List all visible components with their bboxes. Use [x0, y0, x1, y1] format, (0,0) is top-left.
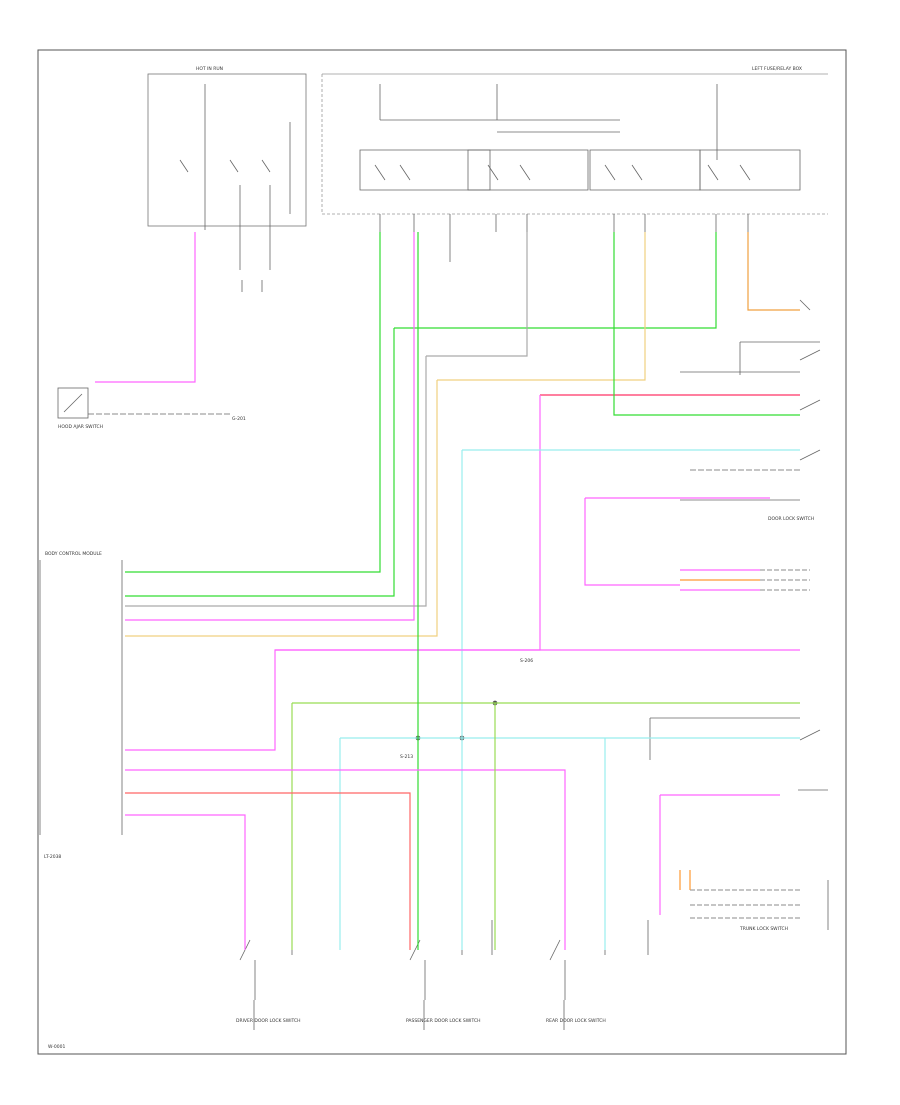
wire-pink-hood — [95, 232, 196, 383]
fuse-label-left: HOT IN RUN — [196, 66, 223, 72]
wire-green-4 — [613, 232, 800, 416]
left-fuse-box — [147, 73, 307, 227]
passenger-door-label: PASSENGER DOOR LOCK SWITCH — [406, 1018, 480, 1024]
rear-door-label: REAR DOOR LOCK SWITCH — [546, 1018, 606, 1024]
relay-internals — [39, 84, 829, 1030]
hood-switch-label: HOOD AJAR SWITCH — [58, 424, 103, 430]
wire-gray — [125, 356, 427, 607]
junction-b-label: S-213 — [400, 754, 413, 760]
diagram-border — [37, 49, 847, 1055]
wire-pink-bcm — [125, 232, 415, 621]
wire-pink-6 — [125, 814, 246, 950]
junction-a-label: S-206 — [520, 658, 533, 664]
wire-green-1 — [125, 232, 381, 573]
corner-label: LT-2038 — [44, 854, 61, 860]
footer-id: W-0001 — [48, 1044, 65, 1050]
driver-door-label: DRIVER DOOR LOCK SWITCH — [236, 1018, 301, 1024]
door-lock-switch-label: DOOR LOCK SWITCH — [768, 516, 814, 522]
wire-pink-5 — [125, 769, 566, 950]
fuse-box-right-label: LEFT FUSE/RELAY BOX — [752, 66, 802, 72]
bcm-label: BODY CONTROL MODULE — [45, 551, 102, 557]
wire-green-3 — [394, 232, 717, 329]
wire-red-2 — [125, 792, 411, 950]
trunk-switch-label: TRUNK LOCK SWITCH — [739, 926, 788, 932]
right-fuse-box-outline — [321, 74, 828, 215]
wires — [95, 232, 800, 950]
wire-green-2 — [125, 328, 395, 597]
wire-tan — [125, 380, 438, 637]
wire-orange-top — [747, 232, 800, 311]
ground-label: G-201 — [232, 416, 246, 422]
